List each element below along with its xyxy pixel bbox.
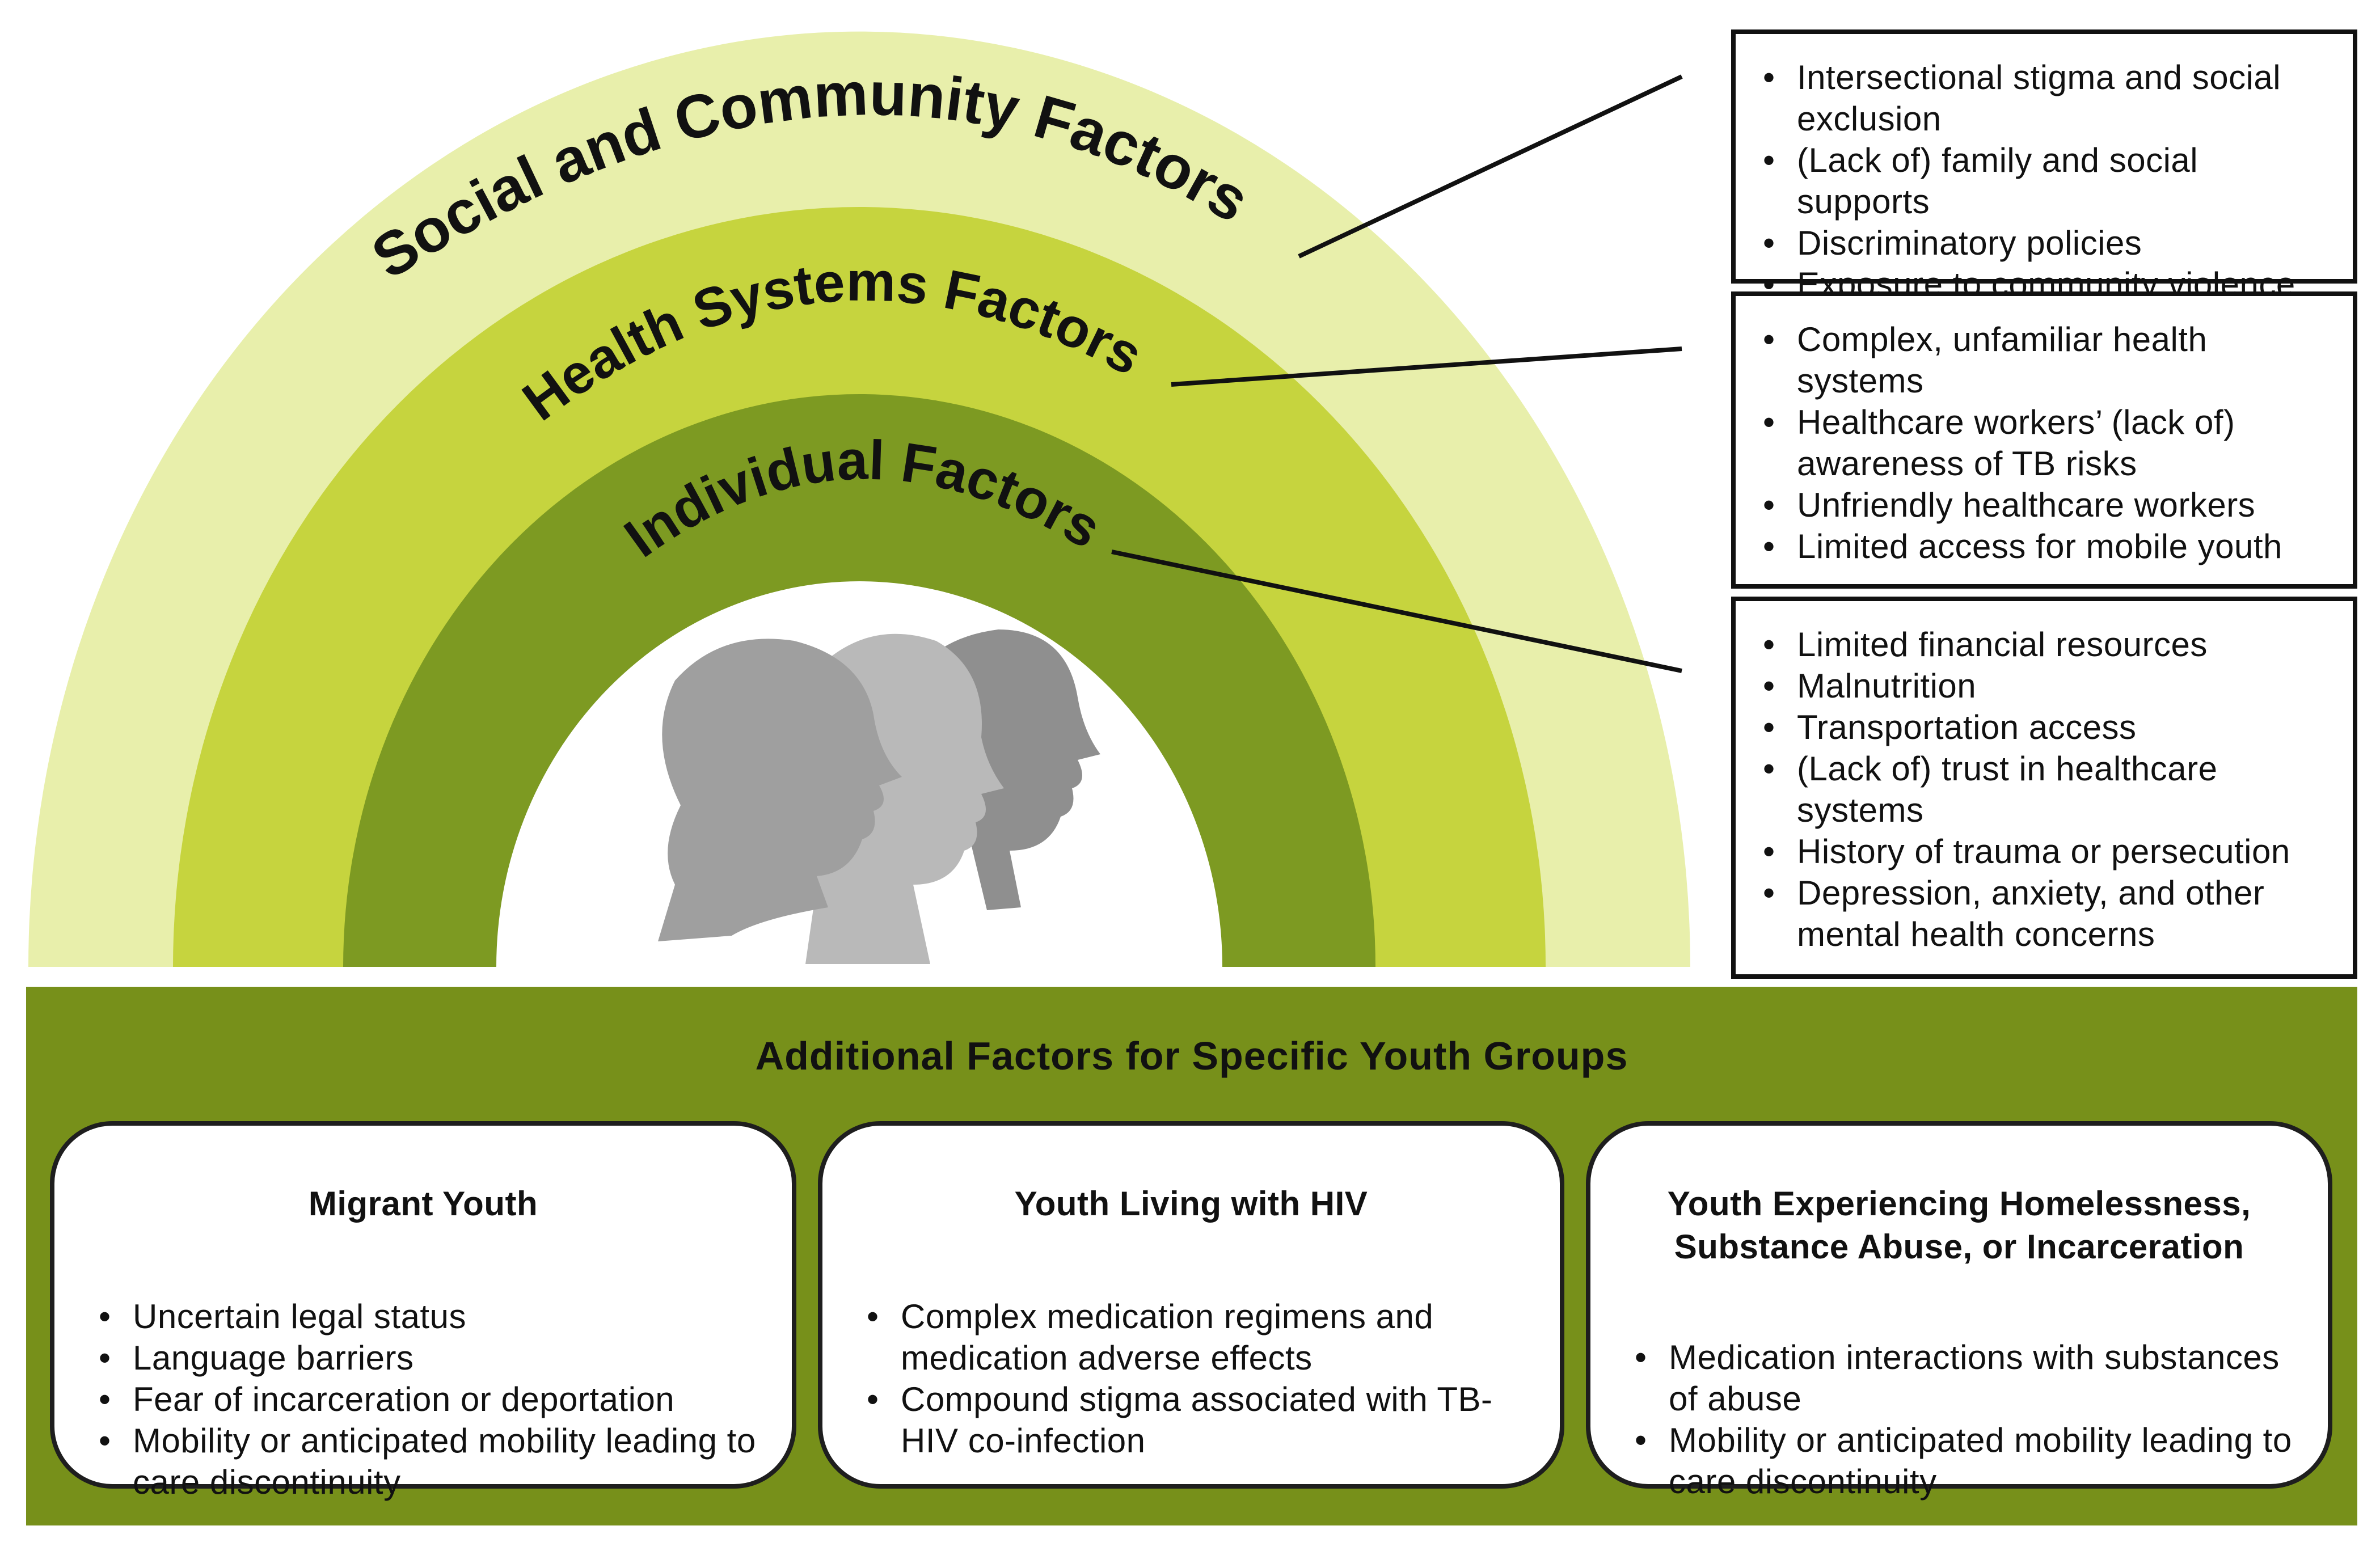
group-factors-list: Complex medication regimens and medicati… [856, 1296, 1526, 1461]
list-item: Healthcare workers’ (lack of) awareness … [1753, 402, 2336, 484]
social-factors-list: Intersectional stigma and social exclusi… [1753, 57, 2336, 305]
list-item: Compound stigma associated with TB-HIV c… [856, 1379, 1526, 1461]
additional-factors-title: Additional Factors for Specific Youth Gr… [755, 1034, 1628, 1078]
list-item: Medication interactions with substances … [1624, 1337, 2294, 1419]
individual-factors-box: Limited financial resources Malnutrition… [1731, 597, 2357, 979]
list-item: Depression, anxiety, and other mental he… [1753, 872, 2336, 955]
group-factors-list: Uncertain legal status Language barriers… [88, 1296, 758, 1503]
silhouette-front [658, 639, 902, 941]
list-item: Discriminatory policies [1753, 222, 2336, 264]
list-item: Limited financial resources [1753, 624, 2336, 665]
health-systems-factors-list: Complex, unfamiliar health systems Healt… [1753, 319, 2336, 567]
group-title: Youth Living with HIV [1014, 1185, 1368, 1223]
list-item: Intersectional stigma and social exclusi… [1753, 57, 2336, 140]
group-title: Youth Experiencing Homelessness, Substan… [1667, 1185, 2251, 1266]
social-factors-box: Intersectional stigma and social exclusi… [1731, 29, 2357, 305]
list-item: Language barriers [88, 1337, 758, 1379]
list-item: Transportation access [1753, 707, 2336, 748]
group-factors-list: Medication interactions with substances … [1624, 1337, 2294, 1502]
list-item: Unfriendly healthcare workers [1753, 484, 2336, 526]
list-item: Uncertain legal status [88, 1296, 758, 1337]
list-item: Complex, unfamiliar health systems [1753, 319, 2336, 402]
additional-factors-panel: Additional Factors for Specific Youth Gr… [26, 987, 2357, 1525]
list-item: History of trauma or persecution [1753, 831, 2336, 872]
group-title: Migrant Youth [308, 1185, 538, 1223]
youth-homelessness-card: Youth Experiencing Homelessness, Substan… [1586, 1121, 2332, 1501]
list-item: Mobility or anticipated mobility leading… [88, 1420, 758, 1503]
list-item: (Lack of) family and social supports [1753, 140, 2336, 222]
youth-silhouettes [658, 629, 1100, 964]
migrant-youth-card: Migrant Youth Uncertain legal status Lan… [50, 1121, 796, 1501]
individual-factors-list: Limited financial resources Malnutrition… [1753, 624, 2336, 955]
connector-social [1298, 74, 1683, 259]
rings-diagram: Social and Community Factors Health Syst… [28, 31, 1690, 967]
list-item: Limited access for mobile youth [1753, 526, 2336, 567]
health-systems-factors-box: Complex, unfamiliar health systems Healt… [1731, 291, 2357, 589]
list-item: Fear of incarceration or deportation [88, 1379, 758, 1420]
list-item: (Lack of) trust in healthcare systems [1753, 748, 2336, 831]
list-item: Malnutrition [1753, 665, 2336, 707]
connector-individual [1111, 550, 1682, 673]
connector-health [1171, 346, 1682, 387]
youth-living-with-hiv-card: Youth Living with HIV Complex medication… [818, 1121, 1564, 1489]
list-item: Mobility or anticipated mobility leading… [1624, 1419, 2294, 1502]
list-item: Complex medication regimens and medicati… [856, 1296, 1526, 1379]
